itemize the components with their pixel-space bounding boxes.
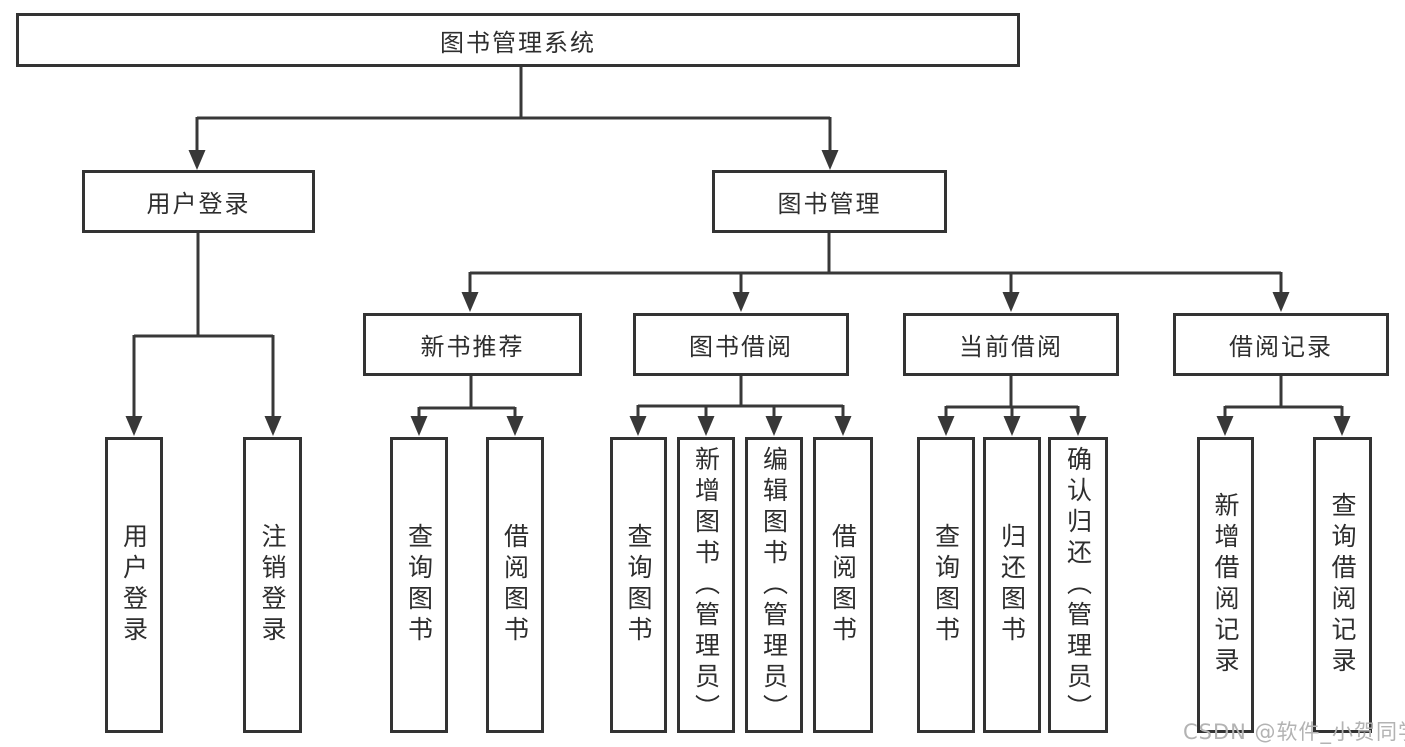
csdn-watermark: CSDN @软件_小贺同学 <box>1183 720 1405 744</box>
node-library-management-system-label: 图书管理系统 <box>440 28 596 57</box>
node-current-borrow-label: 当前借阅 <box>959 333 1063 361</box>
node-user-login-label: 用户登录 <box>146 190 251 218</box>
leaf-add-book-admin: 新增图书（管理员） <box>677 437 735 733</box>
leaf-logout-label: 注销登录 <box>258 523 287 647</box>
leaf-borrow-book: 借阅图书 <box>813 437 873 733</box>
node-new-book-recommend-label: 新书推荐 <box>420 333 525 361</box>
leaf-recommend-query-book-label: 查询图书 <box>404 523 434 647</box>
leaf-borrow-book-label: 借阅图书 <box>828 523 858 647</box>
leaf-add-borrow-record-label: 新增借阅记录 <box>1211 492 1240 678</box>
node-new-book-recommend: 新书推荐 <box>363 313 582 376</box>
leaf-confirm-return-admin-label: 确认归还（管理员） <box>1063 445 1093 725</box>
leaf-edit-book-admin-label: 编辑图书（管理员） <box>759 445 789 725</box>
leaf-borrow-query-book: 查询图书 <box>610 437 667 733</box>
node-book-management-label: 图书管理 <box>777 190 882 218</box>
leaf-current-query-book: 查询图书 <box>917 437 975 733</box>
node-borrow-record-label: 借阅记录 <box>1229 333 1333 361</box>
leaf-user-login-label: 用户登录 <box>119 523 149 647</box>
node-library-management-system: 图书管理系统 <box>16 13 1020 67</box>
node-borrow-record: 借阅记录 <box>1173 313 1389 376</box>
leaf-current-query-book-label: 查询图书 <box>931 523 961 647</box>
node-book-management: 图书管理 <box>712 170 947 233</box>
node-current-borrow: 当前借阅 <box>903 313 1119 376</box>
leaf-confirm-return-admin: 确认归还（管理员） <box>1048 437 1108 733</box>
node-user-login: 用户登录 <box>82 170 315 233</box>
leaf-logout: 注销登录 <box>243 437 302 733</box>
leaf-edit-book-admin: 编辑图书（管理员） <box>745 437 803 733</box>
leaf-recommend-borrow-book: 借阅图书 <box>486 437 544 733</box>
leaf-add-borrow-record: 新增借阅记录 <box>1197 437 1254 733</box>
node-book-borrow: 图书借阅 <box>633 313 849 376</box>
leaf-recommend-borrow-book-label: 借阅图书 <box>500 523 530 647</box>
leaf-user-login: 用户登录 <box>105 437 163 733</box>
leaf-query-borrow-record: 查询借阅记录 <box>1313 437 1372 733</box>
leaf-add-book-admin-label: 新增图书（管理员） <box>691 445 721 725</box>
leaf-recommend-query-book: 查询图书 <box>390 437 448 733</box>
node-book-borrow-label: 图书借阅 <box>689 333 793 361</box>
leaf-return-book-label: 归还图书 <box>997 523 1027 647</box>
leaf-return-book: 归还图书 <box>983 437 1041 733</box>
leaf-borrow-query-book-label: 查询图书 <box>624 523 653 647</box>
leaf-query-borrow-record-label: 查询借阅记录 <box>1328 492 1357 678</box>
